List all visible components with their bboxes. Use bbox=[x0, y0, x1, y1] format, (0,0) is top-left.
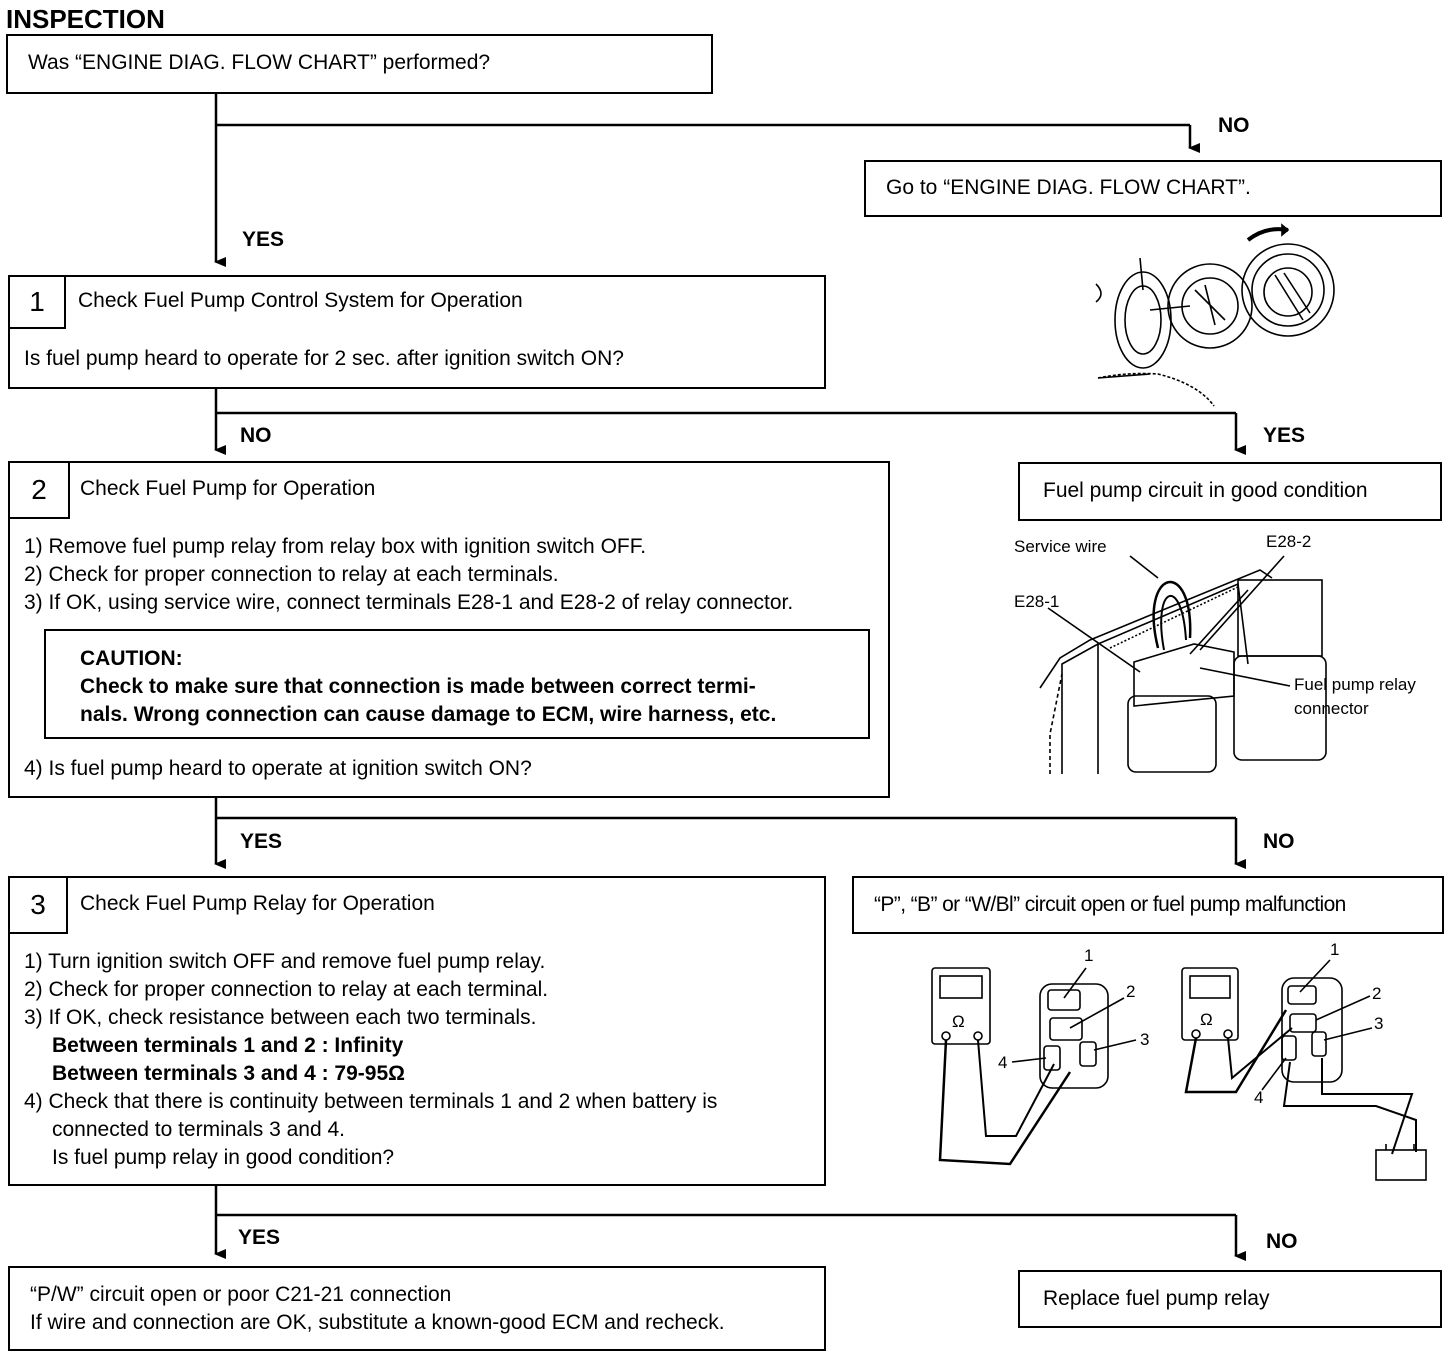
label-no-step3: NO bbox=[1266, 1230, 1298, 1253]
step-2-item: 1) Remove fuel pump relay from relay box… bbox=[24, 535, 647, 558]
pw-circuit-content: “P/W” circuit open or poor C21-21 connec… bbox=[30, 1281, 725, 1337]
step-2-number: 2 bbox=[10, 463, 70, 519]
step-3-spec-infinity: Between terminals 1 and 2 : Infinity bbox=[52, 1034, 404, 1057]
step-2-item: 2) Check for proper connection to relay … bbox=[24, 563, 559, 586]
pw-circuit-open-box: “P/W” circuit open or poor C21-21 connec… bbox=[8, 1266, 826, 1351]
step-3-box: 3 Check Fuel Pump Relay for Operation 1)… bbox=[8, 876, 826, 1186]
meter-ohm-left: Ω bbox=[952, 1012, 965, 1031]
good-condition-box: Fuel pump circuit in good condition bbox=[1018, 462, 1442, 521]
label-e28-1: E28-1 bbox=[1014, 592, 1060, 611]
replace-relay-text: Replace fuel pump relay bbox=[1043, 1287, 1270, 1310]
terminal-2-left: 2 bbox=[1126, 982, 1136, 1001]
question-diag-text: Was “ENGINE DIAG. FLOW CHART” performed? bbox=[28, 51, 491, 74]
step-3-item-cont: connected to terminals 3 and 4. bbox=[52, 1118, 346, 1141]
step-3-question: Is fuel pump relay in good condition? bbox=[52, 1146, 395, 1169]
replace-relay-box: Replace fuel pump relay bbox=[1018, 1270, 1442, 1328]
pw-circuit-line: If wire and connection are OK, substitut… bbox=[30, 1311, 725, 1334]
label-yes-step3: YES bbox=[238, 1226, 281, 1249]
go-to-diag-text: Go to “ENGINE DIAG. FLOW CHART”. bbox=[886, 176, 1251, 199]
step-1-title: Check Fuel Pump Control System for Opera… bbox=[78, 289, 523, 312]
label-e28-2: E28-2 bbox=[1266, 532, 1312, 551]
terminal-4-right: 4 bbox=[1254, 1088, 1264, 1107]
page-heading: INSPECTION bbox=[6, 4, 165, 34]
label-no-step1: NO bbox=[240, 424, 272, 447]
terminal-2-right: 2 bbox=[1372, 984, 1382, 1003]
circuit-open-box: “P”, “B” or “W/Bl” circuit open or fuel … bbox=[852, 876, 1444, 934]
label-relay-connector-1: Fuel pump relay bbox=[1294, 675, 1416, 694]
step-3-item: 1) Turn ignition switch OFF and remove f… bbox=[24, 950, 546, 973]
circuit-open-text: “P”, “B” or “W/Bl” circuit open or fuel … bbox=[874, 893, 1346, 916]
step-2-item: 3) If OK, using service wire, connect te… bbox=[24, 591, 794, 614]
good-condition-text: Fuel pump circuit in good condition bbox=[1043, 479, 1368, 502]
step-1-question: Is fuel pump heard to operate for 2 sec.… bbox=[24, 347, 624, 370]
caution-line: nals. Wrong connection can cause damage … bbox=[80, 703, 777, 726]
terminal-3-right: 3 bbox=[1374, 1014, 1384, 1033]
question-diag-performed: Was “ENGINE DIAG. FLOW CHART” performed? bbox=[6, 34, 713, 94]
step-3-item: 4) Check that there is continuity betwee… bbox=[24, 1090, 718, 1113]
caution-box: CAUTION: Check to make sure that connect… bbox=[44, 629, 870, 739]
terminal-3-left: 3 bbox=[1140, 1030, 1150, 1049]
step-3-item: 2) Check for proper connection to relay … bbox=[24, 978, 549, 1001]
step-2-box: 2 Check Fuel Pump for Operation 1) Remov… bbox=[8, 461, 890, 798]
label-no-diag: NO bbox=[1218, 114, 1250, 137]
step-3-spec-resistance: Between terminals 3 and 4 : 79-95Ω bbox=[52, 1062, 405, 1085]
pw-circuit-line: “P/W” circuit open or poor C21-21 connec… bbox=[30, 1283, 452, 1306]
terminal-1-left: 1 bbox=[1084, 946, 1094, 965]
label-relay-connector-2: connector bbox=[1294, 699, 1369, 718]
step-3-number: 3 bbox=[10, 878, 68, 934]
caution-title: CAUTION: bbox=[80, 647, 183, 670]
step-2-question: 4) Is fuel pump heard to operate at igni… bbox=[24, 757, 532, 780]
step-3-item: 3) If OK, check resistance between each … bbox=[24, 1006, 537, 1029]
label-yes-diag: YES bbox=[242, 228, 285, 251]
step-2-title: Check Fuel Pump for Operation bbox=[80, 477, 376, 500]
caution-line: Check to make sure that connection is ma… bbox=[80, 675, 756, 698]
step-1-number: 1 bbox=[10, 277, 66, 329]
step-2-steps: 1) Remove fuel pump relay from relay box… bbox=[24, 533, 793, 617]
label-yes-step1: YES bbox=[1263, 424, 1306, 447]
label-no-step2: NO bbox=[1263, 830, 1295, 853]
label-yes-step2: YES bbox=[240, 830, 283, 853]
terminal-1-right: 1 bbox=[1330, 940, 1340, 959]
label-service-wire: Service wire bbox=[1014, 537, 1107, 556]
caution-content: CAUTION: Check to make sure that connect… bbox=[80, 645, 776, 729]
go-to-diag-box: Go to “ENGINE DIAG. FLOW CHART”. bbox=[864, 160, 1442, 217]
step-3-title: Check Fuel Pump Relay for Operation bbox=[80, 892, 435, 915]
step-3-steps: 1) Turn ignition switch OFF and remove f… bbox=[24, 948, 717, 1172]
step-1-box: 1 Check Fuel Pump Control System for Ope… bbox=[8, 275, 826, 389]
terminal-4-left: 4 bbox=[998, 1053, 1008, 1072]
meter-ohm-right: Ω bbox=[1200, 1010, 1213, 1029]
